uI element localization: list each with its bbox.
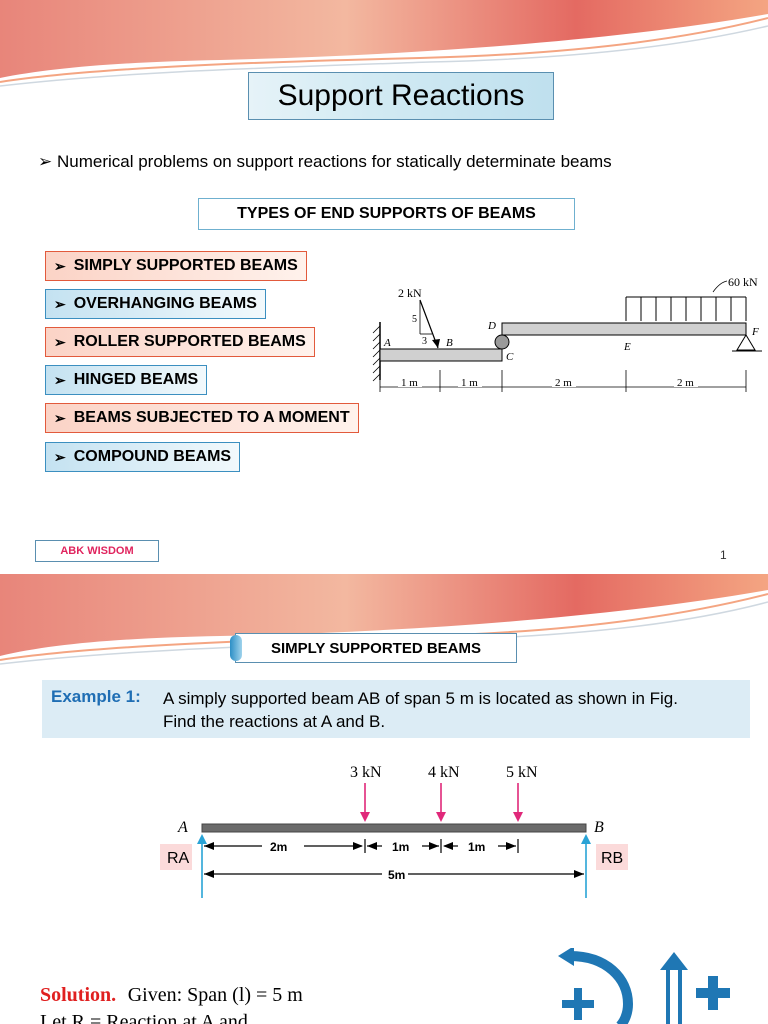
reaction-b-badge [596, 844, 628, 870]
type-roller-supported: ➢ ROLLER SUPPORTED BEAMS [45, 327, 315, 357]
slide-title: Support Reactions [248, 72, 554, 120]
pin-support-f [736, 334, 756, 351]
types-heading: TYPES OF END SUPPORTS OF BEAMS [198, 198, 575, 230]
example-label: Example 1: [51, 687, 141, 706]
example-line-2: Find the reactions at A and B. [163, 712, 386, 731]
type-compound: ➢ COMPOUND BEAMS [45, 442, 241, 472]
type-label: SIMPLY SUPPORTED BEAMS [73, 257, 298, 274]
beam-df [501, 322, 747, 336]
reaction-a-label: RA [167, 850, 190, 867]
intro-bullet-text: Numerical problems on support reactions … [56, 152, 612, 171]
load-label-5kn: 5 kN [506, 764, 538, 781]
bullet-arrow-icon: ➢ [54, 448, 66, 465]
solution-label: Solution. [40, 984, 117, 1006]
bullet-arrow-icon: ➢ [38, 152, 57, 171]
bullet-arrow-icon: ➢ [54, 333, 66, 350]
dim-label-1m-a: 1m [392, 840, 409, 854]
slope-label-5: 5 [412, 314, 417, 325]
section-tab: SIMPLY SUPPORTED BEAMS [230, 633, 517, 663]
example-line-1: A simply supported beam AB of span 5 m i… [163, 689, 678, 708]
type-label: HINGED BEAMS [73, 371, 199, 388]
example-text: A simply supported beam AB of span 5 m i… [163, 687, 748, 733]
type-label: COMPOUND BEAMS [73, 448, 232, 465]
reaction-a-badge [160, 844, 192, 870]
example-box: Example 1: A simply supported beam AB of… [42, 680, 750, 738]
point-label-f: F [751, 326, 759, 338]
point-label-d: D [487, 320, 496, 332]
type-label: BEAMS SUBJECTED TO A MOMENT [73, 409, 350, 426]
type-label: OVERHANGING BEAMS [73, 295, 257, 312]
point-label-c: C [506, 351, 514, 363]
point-label-e: E [623, 341, 631, 353]
arrow-head-icon [513, 812, 523, 822]
page-number: 1 [720, 548, 727, 562]
point-label-b: B [446, 337, 453, 349]
upward-force-icon [660, 952, 730, 1024]
point-label-b: B [594, 819, 604, 836]
dim-label-3: 2 m [555, 377, 572, 389]
bullet-arrow-icon: ➢ [54, 371, 66, 388]
load-label-4kn: 4 kN [428, 764, 460, 781]
udl-load-label: 60 kN [728, 275, 758, 289]
slope-label-3: 3 [422, 336, 427, 347]
arrow-head-icon [197, 834, 207, 844]
arrow-head-icon [436, 812, 446, 822]
point-label-a: A [383, 337, 391, 349]
wall-hatch [372, 325, 381, 382]
slide-2: SIMPLY SUPPORTED BEAMS Example 1: A simp… [0, 574, 768, 1024]
type-simply-supported: ➢ SIMPLY SUPPORTED BEAMS [45, 251, 307, 281]
udl-arrows [625, 297, 747, 321]
load-label-3kn: 3 kN [350, 764, 382, 781]
solution-next-line: Let R = Reaction at A and [40, 1011, 248, 1024]
dim-label-1: 1 m [401, 377, 418, 389]
clockwise-moment-icon [558, 948, 634, 1024]
roller-c [494, 334, 510, 350]
point-label-a: A [177, 819, 188, 836]
compound-beam-figure: 60 kN 2 kN 5 3 A B C D E F 1 m 1 m 2 m 2 [372, 275, 762, 392]
type-label: ROLLER SUPPORTED BEAMS [73, 333, 306, 350]
bullet-arrow-icon: ➢ [54, 409, 66, 426]
header-banner [0, 0, 768, 87]
reaction-b-label: RB [601, 850, 623, 867]
arrow-head-icon [360, 812, 370, 822]
beam-ac [379, 348, 503, 362]
dim-label-2: 1 m [461, 377, 478, 389]
solution-text: Given: Span (l) = 5 m [127, 984, 303, 1006]
bullet-arrow-icon: ➢ [54, 257, 66, 274]
type-overhanging: ➢ OVERHANGING BEAMS [45, 289, 266, 319]
span-label: 5m [388, 868, 405, 882]
type-hinged: ➢ HINGED BEAMS [45, 365, 208, 395]
footer-brand: ABK WISDOM [35, 540, 159, 562]
simply-supported-figure: 3 kN 4 kN 5 kN A B RA RB [160, 764, 628, 898]
point-load-label: 2 kN [398, 286, 422, 300]
beam-ab [201, 823, 587, 833]
reaction-arrows [201, 842, 587, 898]
solution-line: Solution. Given: Span (l) = 5 m [40, 984, 303, 1007]
type-moment: ➢ BEAMS SUBJECTED TO A MOMENT [45, 403, 359, 433]
intro-bullet: ➢ Numerical problems on support reaction… [38, 152, 612, 172]
arrow-head-icon [581, 834, 591, 844]
dim-label-2m: 2m [270, 840, 287, 854]
dim-label-4: 2 m [677, 377, 694, 389]
dim-label-1m-b: 1m [468, 840, 485, 854]
bullet-arrow-icon: ➢ [54, 295, 66, 312]
slide-1: Support Reactions ➢ Numerical problems o… [0, 0, 768, 562]
